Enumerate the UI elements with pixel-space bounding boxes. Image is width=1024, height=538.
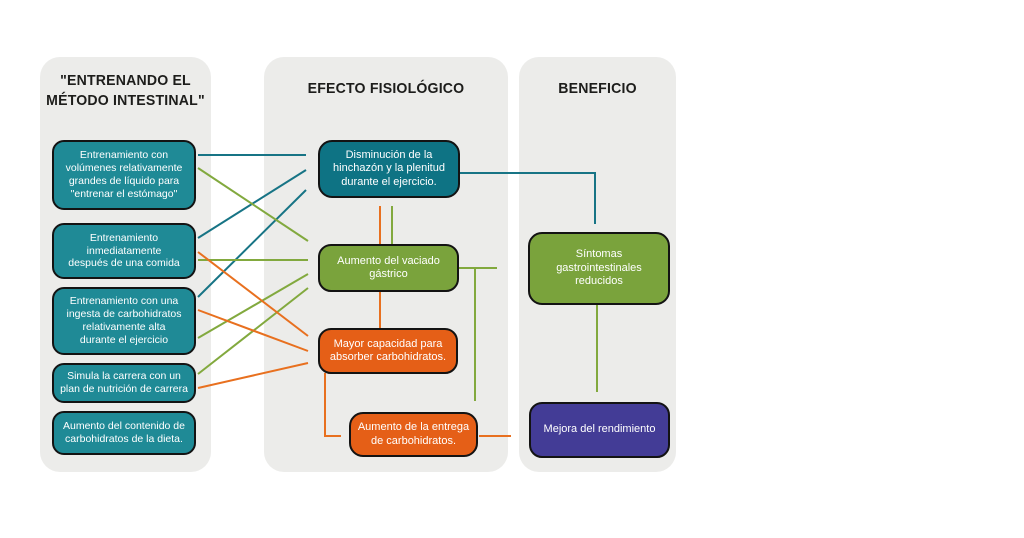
box-entrenamiento-ingesta: Entrenamiento con una ingesta de carbohi… [52,287,196,355]
box-simula-carrera: Simula la carrera con un plan de nutrici… [52,363,196,403]
arrow-absorber-entrega [324,373,341,437]
arrow-hinchazon-sintomas [460,172,596,224]
arrow-ingesta-vaciado [197,273,309,339]
box-entrenamiento-volumenes: Entrenamiento con volúmenes relativament… [52,140,196,210]
box-absorber-carbohidratos: Mayor capacidad para absorber carbohidra… [318,328,458,374]
arrow-simula-absorber [197,362,309,389]
arrow-ingesta-hinchazon [197,189,307,298]
column-title-entrenando: "ENTRENANDO EL MÉTODO INTESTINAL" [46,72,205,109]
box-disminucion-hinchazon: Disminución de la hinchazón y la plenitu… [318,140,460,198]
arrow-ingesta-absorber [197,309,309,352]
box-entrega-carbohidratos: Aumento de la entrega de carbohidratos. [349,412,478,457]
column-title-beneficio: BENEFICIO [558,80,637,97]
arrow-comida-absorber [197,251,309,337]
box-entrenamiento-comida: Entrenamiento inmediatamente después de … [52,223,196,279]
box-carbohidratos-dieta: Aumento del contenido de carbohidratos d… [52,411,196,455]
box-sintomas-reducidos: Síntomas gastrointestinales reducidos [528,232,670,305]
column-title-efecto: EFECTO FISIOLÓGICO [307,80,465,97]
box-mejora-rendimiento: Mejora del rendimiento [529,402,670,458]
arrow-volumenes-vaciado [197,167,309,242]
box-vaciado-gastrico: Aumento del vaciado gástrico [318,244,459,292]
